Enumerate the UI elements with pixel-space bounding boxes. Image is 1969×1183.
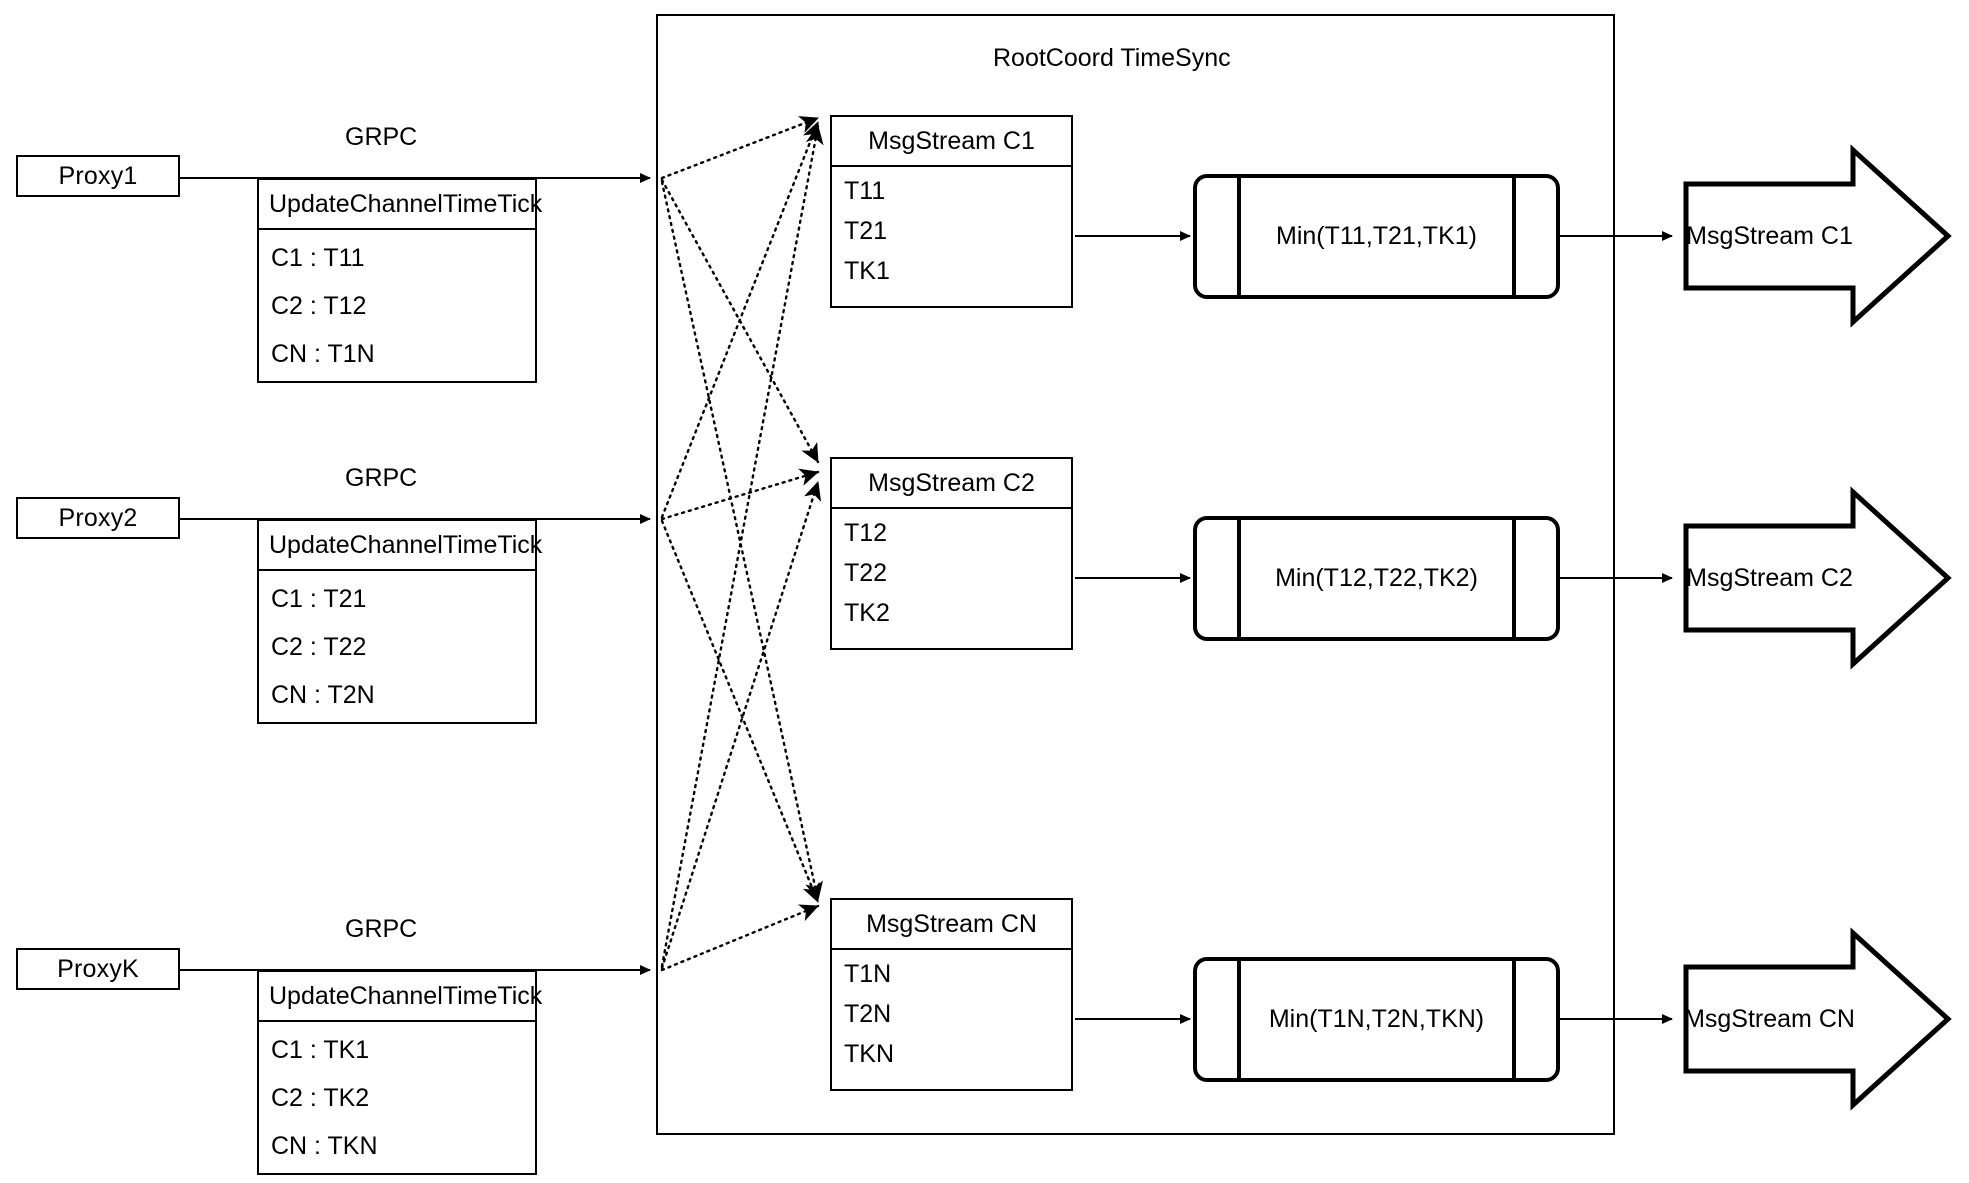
min-process-2: Min(T12,T22,TK2) (1193, 516, 1560, 641)
process-bar-left-3 (1237, 961, 1241, 1078)
msgstream-row-1-1: T21 (844, 217, 888, 245)
min-process-3: Min(T1N,T2N,TKN) (1193, 957, 1560, 1082)
msgstream-card-1: MsgStream C1 T11 T21 TK1 (830, 115, 1073, 308)
output-arrow-label-2: MsgStream C2 (1686, 563, 1853, 592)
process-bar-left-1 (1237, 178, 1241, 295)
card-body-1: C1 : T11 C2 : T12 CN : T1N (259, 230, 535, 381)
process-bar-left-2 (1237, 520, 1241, 637)
msgstream-card-3: MsgStream CN T1N T2N TKN (830, 898, 1073, 1091)
process-bar-right-3 (1512, 961, 1516, 1078)
card-title-3: UpdateChannelTimeTick (259, 972, 542, 1022)
card-title-2: UpdateChannelTimeTick (259, 521, 542, 571)
msgstream-row-2-1: T22 (844, 559, 888, 587)
card-row-2-0: C1 : T21 (271, 585, 367, 613)
msgstream-row-2-2: TK2 (844, 599, 890, 627)
msgstream-row-3-0: T1N (844, 960, 892, 988)
output-arrow-label-3: MsgStream CN (1684, 1004, 1855, 1033)
card-row-1-1: C2 : T12 (271, 292, 367, 320)
update-channel-timetick-card-2: UpdateChannelTimeTick C1 : T21 C2 : T22 … (257, 519, 542, 724)
output-arrow-2: MsgStream C2 (1686, 526, 1853, 630)
min-process-1: Min(T11,T21,TK1) (1193, 174, 1560, 299)
output-arrow-label-1: MsgStream C1 (1686, 221, 1853, 250)
card-row-1-2: CN : T1N (271, 340, 375, 368)
min-process-label-2: Min(T12,T22,TK2) (1275, 564, 1478, 592)
output-arrow-3: MsgStream CN (1684, 967, 1855, 1071)
proxy-label-2: Proxy2 (58, 503, 138, 532)
card-row-3-2: CN : TKN (271, 1132, 378, 1160)
card-row-3-1: C2 : TK2 (271, 1084, 370, 1112)
grpc-label-1: GRPC (345, 123, 418, 151)
proxy-label-1: Proxy1 (58, 161, 138, 190)
card-body-2: C1 : T21 C2 : T22 CN : T2N (259, 571, 535, 722)
msgstream-body-3: T1N T2N TKN (832, 950, 1071, 1089)
msgstream-row-1-0: T11 (844, 177, 886, 205)
process-bar-right-1 (1512, 178, 1516, 295)
grpc-label-2: GRPC (345, 464, 418, 492)
grpc-label-3: GRPC (345, 915, 418, 943)
msgstream-body-1: T11 T21 TK1 (832, 167, 1071, 306)
output-arrow-1: MsgStream C1 (1686, 184, 1853, 288)
proxy-label-3: ProxyK (57, 954, 139, 983)
rootcoord-timesync-container (656, 14, 1615, 1135)
update-channel-timetick-card-3: UpdateChannelTimeTick C1 : TK1 C2 : TK2 … (257, 970, 542, 1175)
card-row-2-2: CN : T2N (271, 681, 375, 709)
proxy-box-2[interactable]: Proxy2 (16, 497, 180, 539)
rootcoord-timesync-title: RootCoord TimeSync (993, 44, 1231, 72)
card-row-2-1: C2 : T22 (271, 633, 367, 661)
msgstream-title-3: MsgStream CN (832, 900, 1071, 950)
min-process-label-3: Min(T1N,T2N,TKN) (1268, 1005, 1485, 1033)
msgstream-row-3-1: T2N (844, 1000, 892, 1028)
msgstream-row-3-2: TKN (844, 1040, 894, 1068)
min-process-label-1: Min(T11,T21,TK1) (1276, 222, 1477, 250)
msgstream-card-2: MsgStream C2 T12 T22 TK2 (830, 457, 1073, 650)
msgstream-title-1: MsgStream C1 (832, 117, 1071, 167)
proxy-box-1[interactable]: Proxy1 (16, 155, 180, 197)
card-row-3-0: C1 : TK1 (271, 1036, 370, 1064)
msgstream-row-1-2: TK1 (844, 257, 890, 285)
update-channel-timetick-card-1: UpdateChannelTimeTick C1 : T11 C2 : T12 … (257, 178, 542, 383)
process-bar-right-2 (1512, 520, 1516, 637)
msgstream-body-2: T12 T22 TK2 (832, 509, 1071, 648)
msgstream-title-2: MsgStream C2 (832, 459, 1071, 509)
card-body-3: C1 : TK1 C2 : TK2 CN : TKN (259, 1022, 535, 1173)
proxy-box-3[interactable]: ProxyK (16, 948, 180, 990)
msgstream-row-2-0: T12 (844, 519, 888, 547)
card-title-1: UpdateChannelTimeTick (259, 180, 542, 230)
card-row-1-0: C1 : T11 (271, 244, 365, 272)
